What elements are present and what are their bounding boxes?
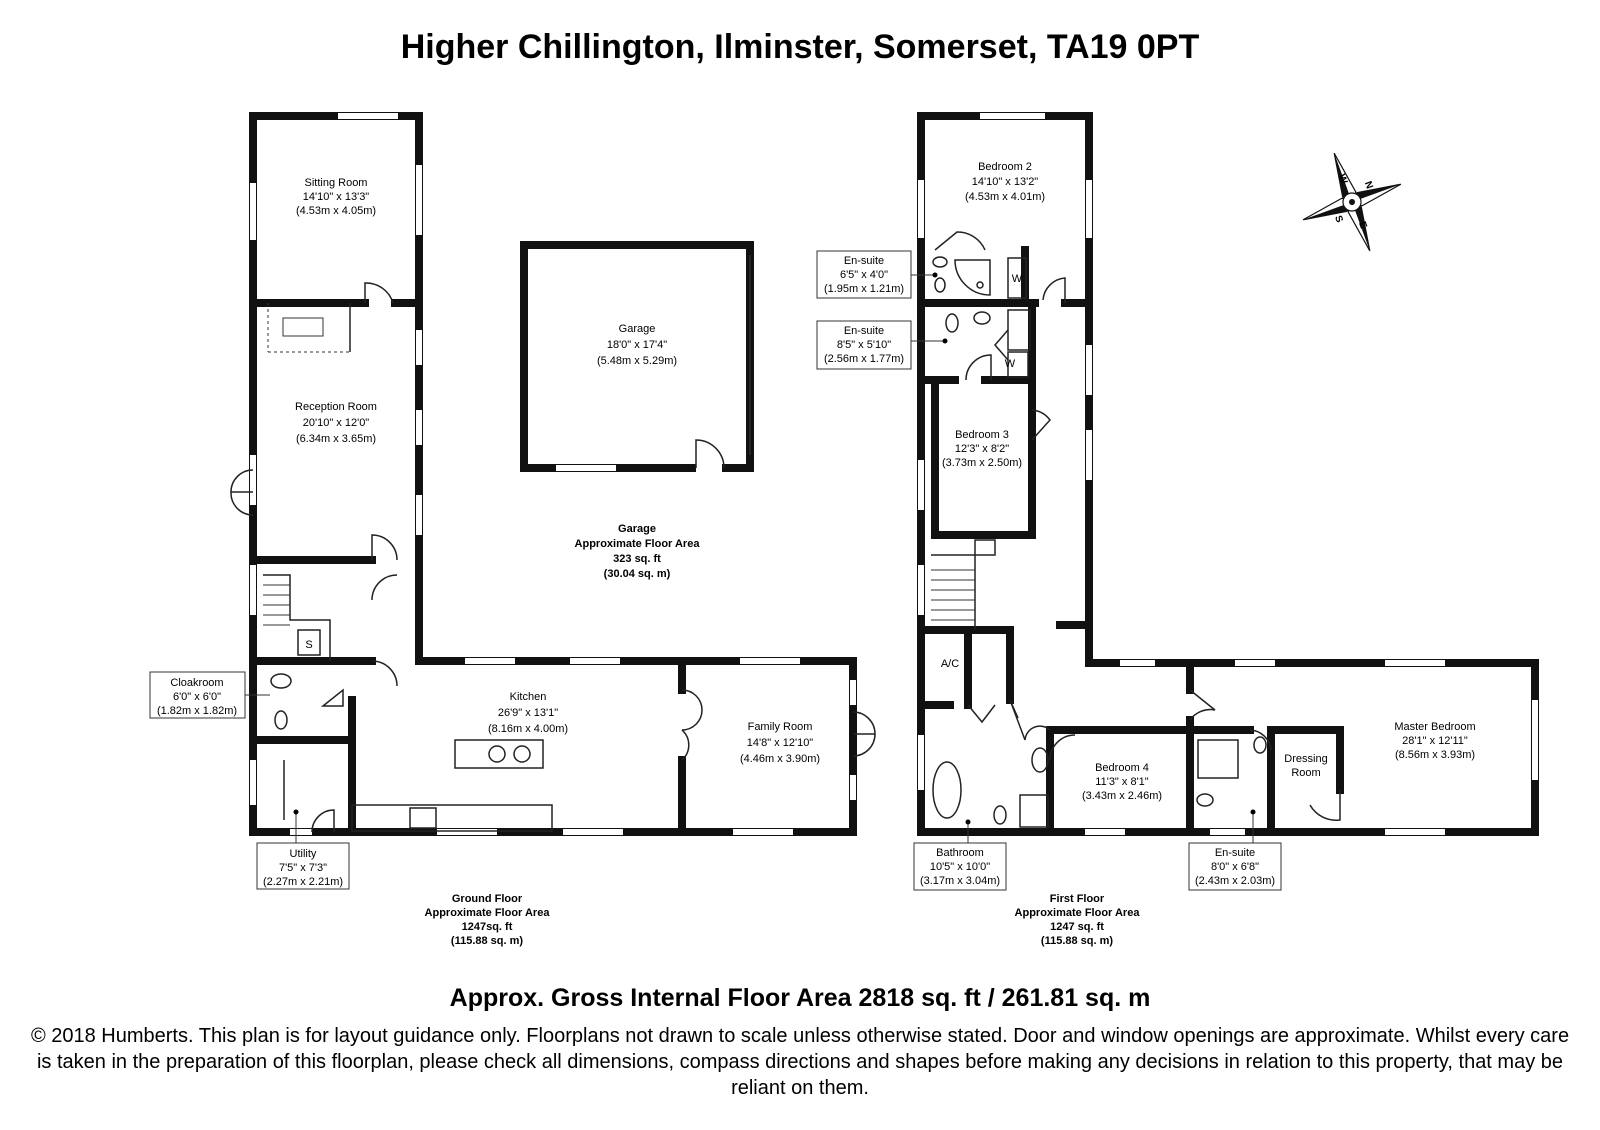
page-title: Higher Chillington, Ilminster, Somerset,… xyxy=(400,28,1200,66)
svg-text:323 sq. ft: 323 sq. ft xyxy=(613,553,661,565)
room-label-ensuite3: En-suite 8'0" x 6'8" (2.43m x 2.03m) xyxy=(1188,809,1282,891)
room-label-master: Master Bedroom 28'1" x 12'11" (8.56m x 3… xyxy=(1394,721,1475,761)
svg-text:Ground Floor: Ground Floor xyxy=(452,893,523,905)
svg-text:En-suite: En-suite xyxy=(844,325,884,337)
svg-text:(2.27m x 2.21m): (2.27m x 2.21m) xyxy=(263,876,343,888)
compass-labels: N E S W xyxy=(1332,173,1375,231)
area-label-garage: Garage Approximate Floor Area 323 sq. ft… xyxy=(575,523,701,580)
svg-text:20'10" x 12'0": 20'10" x 12'0" xyxy=(303,417,370,429)
room-label-family: Family Room 14'8" x 12'10" (4.46m x 3.90… xyxy=(740,721,820,765)
room-label-reception: Reception Room 20'10" x 12'0" (6.34m x 3… xyxy=(295,401,377,445)
svg-text:Kitchen: Kitchen xyxy=(510,691,547,703)
disclaimer-text: © 2018 Humberts. This plan is for layout… xyxy=(30,1025,1570,1099)
svg-text:14'8" x 12'10": 14'8" x 12'10" xyxy=(747,737,814,749)
svg-text:(4.46m x 3.90m): (4.46m x 3.90m) xyxy=(740,753,820,765)
svg-text:N: N xyxy=(1362,180,1375,191)
svg-text:(4.53m x 4.01m): (4.53m x 4.01m) xyxy=(965,191,1045,203)
svg-text:(8.16m x 4.00m): (8.16m x 4.00m) xyxy=(488,723,568,735)
area-label-ground: Ground Floor Approximate Floor Area 1247… xyxy=(425,893,551,947)
svg-text:E: E xyxy=(1356,220,1369,230)
svg-text:Approximate Floor Area: Approximate Floor Area xyxy=(1015,907,1141,919)
svg-text:Approximate Floor Area: Approximate Floor Area xyxy=(575,538,701,550)
svg-text:Room: Room xyxy=(1291,767,1320,779)
ground-floor-walls xyxy=(249,112,857,836)
gross-floor-area: Approx. Gross Internal Floor Area 2818 s… xyxy=(449,984,1151,1012)
svg-text:6'5" x 4'0": 6'5" x 4'0" xyxy=(840,269,888,281)
svg-text:(2.43m x 2.03m): (2.43m x 2.03m) xyxy=(1195,875,1275,887)
svg-text:(8.56m x 3.93m): (8.56m x 3.93m) xyxy=(1395,749,1475,761)
svg-text:Garage: Garage xyxy=(619,323,656,335)
svg-text:(1.95m x 1.21m): (1.95m x 1.21m) xyxy=(824,283,904,295)
svg-text:(3.73m x 2.50m): (3.73m x 2.50m) xyxy=(942,457,1022,469)
svg-text:W: W xyxy=(1336,173,1350,186)
wardrobe-label: W xyxy=(1012,273,1023,285)
svg-text:(3.17m x 3.04m): (3.17m x 3.04m) xyxy=(920,875,1000,887)
svg-text:En-suite: En-suite xyxy=(1215,847,1255,859)
svg-text:8'5" x 5'10": 8'5" x 5'10" xyxy=(837,339,891,351)
svg-text:1247sq. ft: 1247sq. ft xyxy=(462,921,513,933)
svg-text:7'5" x 7'3": 7'5" x 7'3" xyxy=(279,862,327,874)
ac-label: A/C xyxy=(941,658,959,670)
storage-label: S xyxy=(305,639,312,651)
svg-text:10'5" x 10'0": 10'5" x 10'0" xyxy=(930,861,990,873)
first-floor-walls xyxy=(917,112,1539,836)
svg-text:26'9" x 13'1": 26'9" x 13'1" xyxy=(498,707,558,719)
room-label-bedroom2: Bedroom 2 14'10" x 13'2" (4.53m x 4.01m) xyxy=(965,161,1045,203)
svg-text:Approximate Floor Area: Approximate Floor Area xyxy=(425,907,551,919)
svg-text:Bedroom 2: Bedroom 2 xyxy=(978,161,1032,173)
room-label-cloakroom: Cloakroom 6'0" x 6'0" (1.82m x 1.82m) xyxy=(149,671,270,719)
room-label-bedroom3: Bedroom 3 12'3" x 8'2" (3.73m x 2.50m) xyxy=(942,429,1022,469)
ground-floor-plan xyxy=(230,112,876,836)
room-label-utility: Utility 7'5" x 7'3" (2.27m x 2.21m) xyxy=(256,809,350,890)
svg-text:Reception Room: Reception Room xyxy=(295,401,377,413)
first-floor-plan xyxy=(917,112,1539,836)
svg-text:(6.34m x 3.65m): (6.34m x 3.65m) xyxy=(296,433,376,445)
svg-text:(1.82m x 1.82m): (1.82m x 1.82m) xyxy=(157,705,237,717)
room-label-garage: Garage 18'0" x 17'4" (5.48m x 5.29m) xyxy=(597,323,677,367)
svg-text:Utility: Utility xyxy=(290,848,317,860)
svg-text:(4.53m x 4.05m): (4.53m x 4.05m) xyxy=(296,205,376,217)
svg-text:18'0" x 17'4": 18'0" x 17'4" xyxy=(607,339,667,351)
svg-text:Family Room: Family Room xyxy=(748,721,813,733)
area-label-first: First Floor Approximate Floor Area 1247 … xyxy=(1015,893,1141,947)
svg-text:14'10" x 13'2": 14'10" x 13'2" xyxy=(972,176,1039,188)
svg-text:En-suite: En-suite xyxy=(844,255,884,267)
svg-text:Bathroom: Bathroom xyxy=(936,847,984,859)
svg-text:(5.48m x 5.29m): (5.48m x 5.29m) xyxy=(597,355,677,367)
svg-text:11'3" x 8'1": 11'3" x 8'1" xyxy=(1095,776,1148,788)
svg-text:(2.56m x 1.77m): (2.56m x 1.77m) xyxy=(824,353,904,365)
room-label-bedroom4: Bedroom 4 11'3" x 8'1" (3.43m x 2.46m) xyxy=(1082,762,1162,802)
room-label-bathroom: Bathroom 10'5" x 10'0" (3.17m x 3.04m) xyxy=(913,819,1007,891)
compass-icon xyxy=(1302,152,1402,252)
svg-text:(3.43m x 2.46m): (3.43m x 2.46m) xyxy=(1082,790,1162,802)
room-label-dressing: Dressing Room xyxy=(1284,753,1327,779)
room-label-sitting: Sitting Room 14'10" x 13'3" (4.53m x 4.0… xyxy=(296,177,376,217)
svg-text:14'10" x 13'3": 14'10" x 13'3" xyxy=(303,191,370,203)
svg-text:Bedroom 4: Bedroom 4 xyxy=(1095,762,1149,774)
svg-text:(115.88 sq. m): (115.88 sq. m) xyxy=(1041,935,1113,947)
room-label-ensuite2: En-suite 8'5" x 5'10" (2.56m x 1.77m) xyxy=(816,320,948,370)
garage-plan xyxy=(520,241,754,472)
wardrobe-label: W xyxy=(1005,358,1016,370)
svg-text:(30.04 sq. m): (30.04 sq. m) xyxy=(604,568,671,580)
room-label-ensuite1: En-suite 6'5" x 4'0" (1.95m x 1.21m) xyxy=(816,250,938,299)
svg-text:28'1" x 12'11": 28'1" x 12'11" xyxy=(1402,735,1468,747)
svg-text:Master Bedroom: Master Bedroom xyxy=(1394,721,1475,733)
svg-text:6'0" x 6'0": 6'0" x 6'0" xyxy=(173,691,221,703)
svg-text:Dressing: Dressing xyxy=(1284,753,1327,765)
room-label-kitchen: Kitchen 26'9" x 13'1" (8.16m x 4.00m) xyxy=(488,691,568,735)
svg-text:Sitting Room: Sitting Room xyxy=(305,177,368,189)
svg-text:8'0" x 6'8": 8'0" x 6'8" xyxy=(1211,861,1259,873)
svg-text:(115.88 sq. m): (115.88 sq. m) xyxy=(451,935,523,947)
svg-text:S: S xyxy=(1332,214,1345,224)
svg-text:12'3" x 8'2": 12'3" x 8'2" xyxy=(955,443,1009,455)
svg-text:Garage: Garage xyxy=(618,523,656,535)
svg-text:1247 sq. ft: 1247 sq. ft xyxy=(1050,921,1104,933)
svg-text:Cloakroom: Cloakroom xyxy=(170,677,223,689)
svg-text:Bedroom 3: Bedroom 3 xyxy=(955,429,1009,441)
svg-text:First Floor: First Floor xyxy=(1050,893,1105,905)
